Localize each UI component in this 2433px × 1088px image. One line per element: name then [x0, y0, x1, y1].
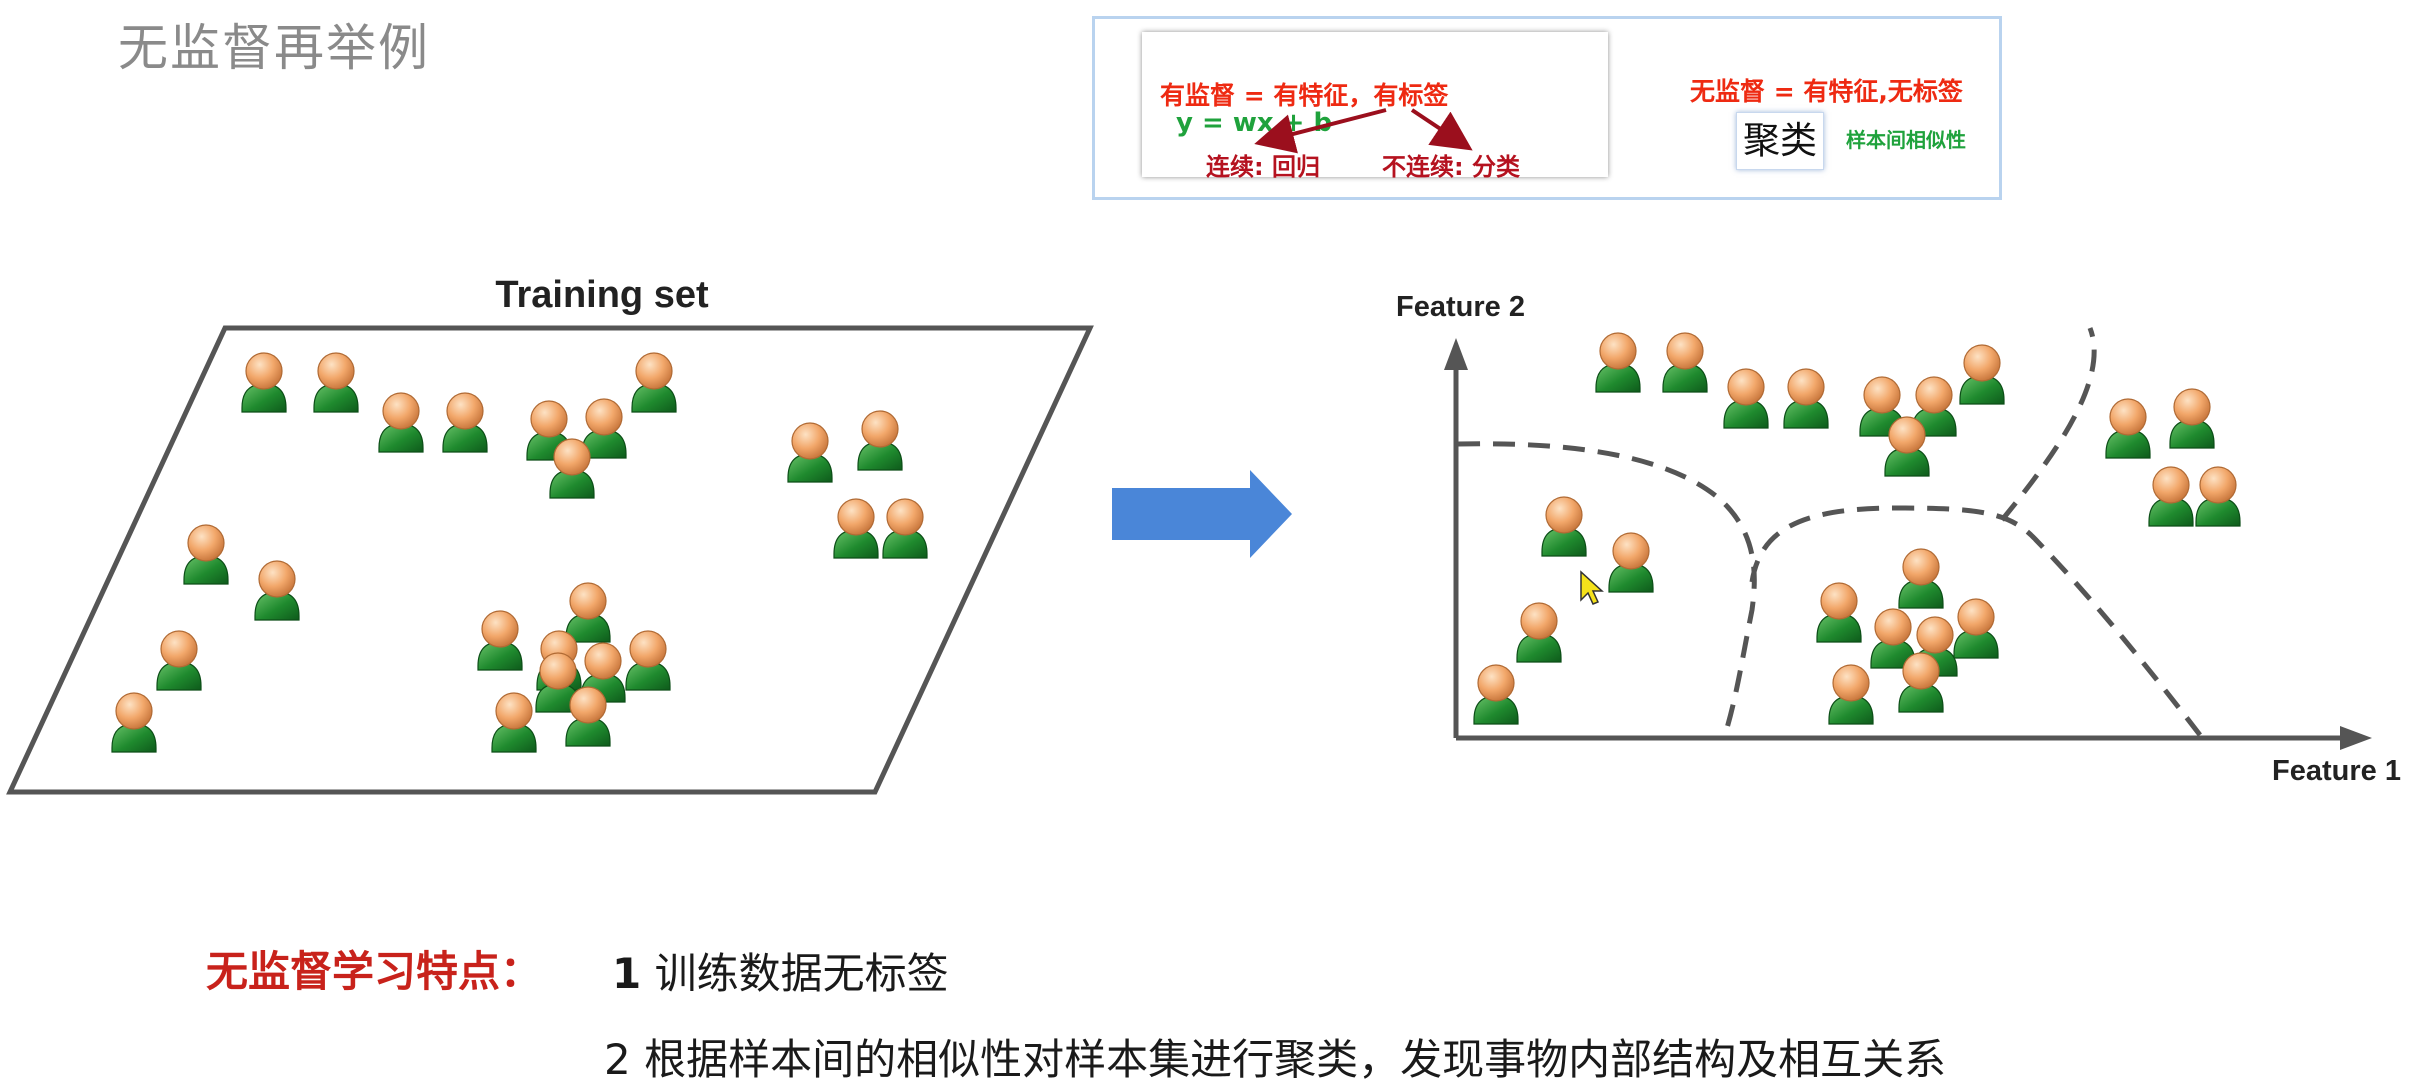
- discrete-classification-label: 不连续: 分类: [1382, 153, 1520, 181]
- person-icon: [111, 692, 157, 753]
- person-icon: [378, 392, 424, 453]
- person-icon: [787, 422, 833, 483]
- person-icon: [625, 630, 671, 691]
- continuous-regression-label: 连续: 回归: [1206, 153, 1320, 181]
- person-icon: [1898, 548, 1944, 609]
- person-icon: [2169, 388, 2215, 449]
- feature1-axis-label: Feature 1: [2272, 755, 2401, 787]
- person-icon: [631, 352, 677, 413]
- person-icon: [442, 392, 488, 453]
- cluster-box: 聚类: [1736, 112, 1824, 170]
- feature-axes: [1444, 338, 2372, 750]
- person-icon: [1953, 598, 1999, 659]
- person-icon: [2105, 398, 2151, 459]
- feature-item-1-text: 训练数据无标签: [654, 949, 949, 998]
- person-icon: [477, 610, 523, 671]
- feature-item-2-number: 2: [604, 1035, 631, 1084]
- cluster-boundaries: [1457, 327, 2202, 739]
- unsupervised-definition: 无监督 = 有特征,无标签: [1690, 77, 1963, 106]
- person-icon: [882, 498, 928, 559]
- person-icon: [833, 498, 879, 559]
- person-icon: [1516, 602, 1562, 663]
- mouse-cursor-icon: [1580, 570, 1604, 605]
- features-heading: 无监督学习特点：: [206, 947, 543, 996]
- person-icon: [1608, 532, 1654, 593]
- person-icon: [1884, 416, 1930, 477]
- person-icon: [313, 352, 359, 413]
- person-icon: [1898, 652, 1944, 713]
- person-icon: [857, 410, 903, 471]
- person-icon: [2195, 466, 2241, 527]
- person-icon: [491, 692, 537, 753]
- person-icon: [565, 686, 611, 747]
- person-icon: [183, 524, 229, 585]
- person-icon: [1816, 582, 1862, 643]
- person-icon: [1662, 332, 1708, 393]
- sample-similarity-label: 样本间相似性: [1846, 128, 1966, 152]
- right-arrow-icon: [1112, 470, 1292, 558]
- feature-item-1: 1 训练数据无标签: [612, 940, 949, 1001]
- training-set-plane: [6, 325, 1094, 795]
- person-icon: [2148, 466, 2194, 527]
- slide-title: 无监督再举例: [118, 19, 430, 77]
- training-set-title: Training set: [495, 274, 709, 316]
- person-icon: [1783, 368, 1829, 429]
- linear-formula: y = wx + b: [1176, 108, 1333, 138]
- person-icon: [1541, 496, 1587, 557]
- supervised-definition: 有监督 = 有特征，有标签: [1160, 81, 1449, 110]
- person-icon: [1595, 332, 1641, 393]
- person-icon: [549, 438, 595, 499]
- supervised-note-card: [1142, 32, 1608, 177]
- person-icon: [254, 560, 300, 621]
- feature-item-1-number: 1: [612, 949, 642, 998]
- person-icon: [1828, 664, 1874, 725]
- person-icon: [156, 630, 202, 691]
- person-icon: [565, 582, 611, 643]
- person-icon: [1959, 344, 2005, 405]
- note-arrows: [1254, 108, 1473, 154]
- feature-item-2: 2 根据样本间的相似性对样本集进行聚类，发现事物内部结构及相互关系: [604, 1026, 1946, 1087]
- feature-item-2-text: 根据样本间的相似性对样本集进行聚类，发现事物内部结构及相互关系: [644, 1035, 1947, 1084]
- person-icon: [241, 352, 287, 413]
- person-icon: [1473, 664, 1519, 725]
- person-icon: [1723, 368, 1769, 429]
- cluster-samples: [1473, 332, 2241, 725]
- training-set-samples: [111, 352, 928, 753]
- feature2-axis-label: Feature 2: [1396, 291, 1525, 323]
